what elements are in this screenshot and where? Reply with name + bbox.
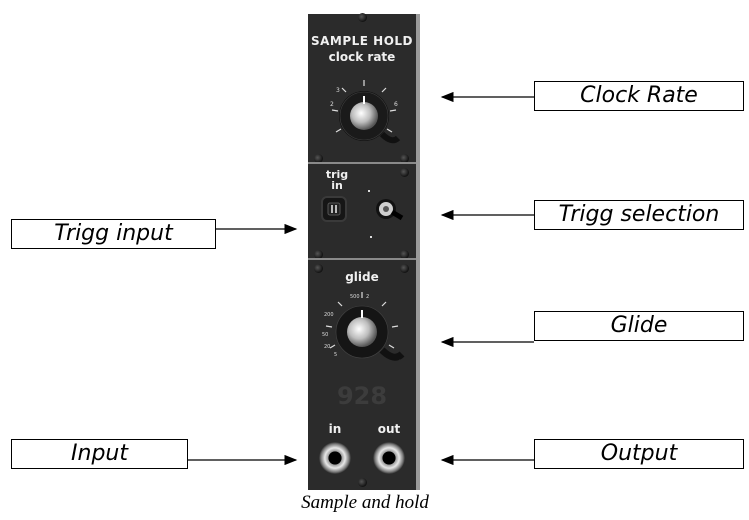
glide-callout: Glide	[534, 311, 744, 341]
output-callout: Output	[534, 439, 744, 469]
clock-rate-callout: Clock Rate	[534, 81, 744, 111]
trigg-input-callout: Trigg input	[11, 219, 216, 249]
figure-caption: Sample and hold	[260, 492, 470, 514]
input-callout: Input	[11, 439, 188, 469]
trigg-selection-callout: Trigg selection	[534, 200, 744, 230]
